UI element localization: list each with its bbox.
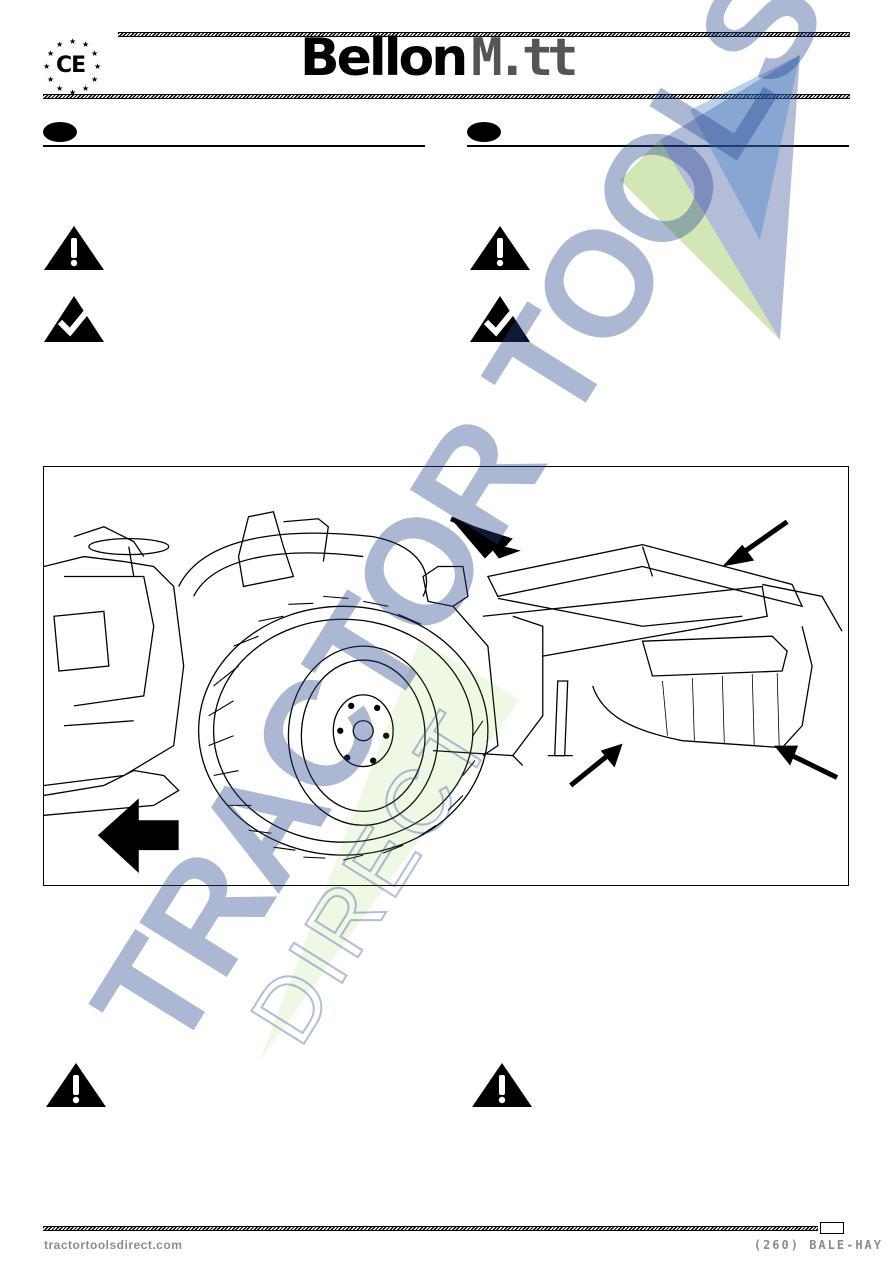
brand-model: M.tt <box>471 28 578 88</box>
section-marker-right <box>467 122 501 142</box>
svg-text:★: ★ <box>94 62 101 71</box>
footer-rule <box>43 1226 818 1231</box>
section-marker-left <box>43 122 77 142</box>
header-bottom-rule <box>43 94 850 99</box>
svg-text:★: ★ <box>82 84 89 93</box>
header-top-rule <box>118 32 850 37</box>
checkmark-icon <box>470 296 530 342</box>
ce-text: CE <box>56 53 86 78</box>
tractor-mower-illustration <box>43 466 849 886</box>
checkmark-icon <box>44 296 104 342</box>
svg-text:★: ★ <box>43 62 50 71</box>
page-number-box <box>820 1222 844 1234</box>
warning-triangle-icon <box>44 226 104 270</box>
svg-text:★: ★ <box>56 84 63 93</box>
section-rule-left <box>43 145 425 147</box>
brand-name: Bellon <box>300 28 468 88</box>
section-rule-right <box>467 145 849 147</box>
footer-url[interactable]: tractortoolsdirect.com <box>44 1238 183 1252</box>
svg-text:★: ★ <box>91 49 98 58</box>
footer-phone: (260) BALE-HAY <box>753 1238 883 1252</box>
ce-mark-logo: ★★★ ★★★ ★★★ ★★★ CE <box>40 36 106 98</box>
svg-text:★: ★ <box>56 40 63 49</box>
svg-text:★: ★ <box>69 88 76 97</box>
svg-text:★: ★ <box>82 40 89 49</box>
warning-triangle-icon <box>470 226 530 270</box>
svg-text:★: ★ <box>47 49 54 58</box>
svg-text:★: ★ <box>69 37 76 46</box>
warning-triangle-icon <box>46 1063 106 1107</box>
svg-text:★: ★ <box>47 75 54 84</box>
svg-text:★: ★ <box>91 75 98 84</box>
warning-triangle-icon <box>472 1063 532 1107</box>
